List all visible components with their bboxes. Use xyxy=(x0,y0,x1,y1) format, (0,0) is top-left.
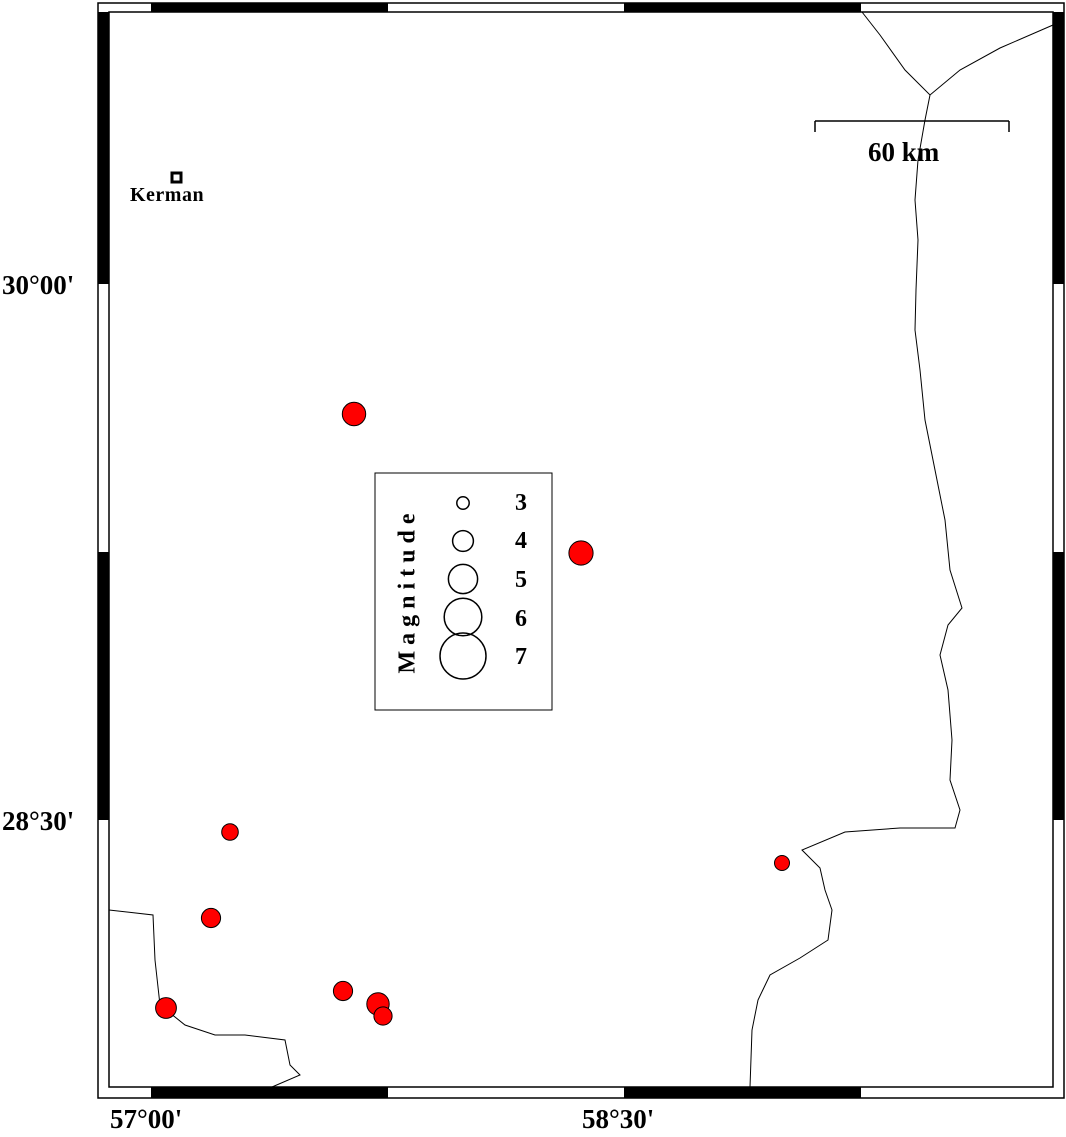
frame-bottom-bars xyxy=(151,1087,861,1098)
earthquake-event xyxy=(774,855,790,871)
earthquake-event xyxy=(155,997,177,1019)
scale-bar xyxy=(814,120,1010,132)
legend-circle xyxy=(456,496,470,510)
frame-left-bars xyxy=(98,12,109,820)
legend-title: Magnitude xyxy=(394,507,421,674)
lon-label-2: 58°30' xyxy=(582,1104,655,1134)
lat-label-1: 30°00' xyxy=(2,270,75,300)
earthquake-event xyxy=(341,401,367,427)
events-layer xyxy=(155,401,790,1026)
legend-circle xyxy=(447,563,479,595)
frame-top-bars xyxy=(151,3,861,12)
lat-label-2: 28°30' xyxy=(2,806,75,836)
earthquake-event xyxy=(200,907,222,929)
legend-circle xyxy=(451,529,475,553)
scale-bar-label: 60 km xyxy=(868,137,940,167)
legend-label-6: 6 xyxy=(515,606,527,632)
border-line-east xyxy=(749,94,963,1088)
legend-label-5: 5 xyxy=(515,567,527,593)
legend-box xyxy=(374,472,553,711)
lon-label-1: 57°00' xyxy=(110,1104,183,1134)
legend-circles xyxy=(439,496,487,680)
map-frame-inner xyxy=(108,11,1054,1088)
border-line-south-west xyxy=(108,909,301,1088)
map-frame-outer xyxy=(97,2,1065,1099)
earthquake-event xyxy=(221,823,239,841)
legend-circle xyxy=(443,597,483,637)
earthquake-event xyxy=(332,980,354,1002)
legend-label-4: 4 xyxy=(515,528,527,554)
city-label: Kerman xyxy=(130,184,205,206)
legend-circle xyxy=(439,632,487,680)
legend-label-7: 7 xyxy=(515,644,527,670)
legend-label-3: 3 xyxy=(515,490,527,516)
earthquake-event xyxy=(568,540,594,566)
city-marker-icon xyxy=(170,171,183,184)
border-lines xyxy=(108,11,1054,1088)
frame-right-bars xyxy=(1053,12,1064,820)
earthquake-event xyxy=(373,1006,393,1026)
